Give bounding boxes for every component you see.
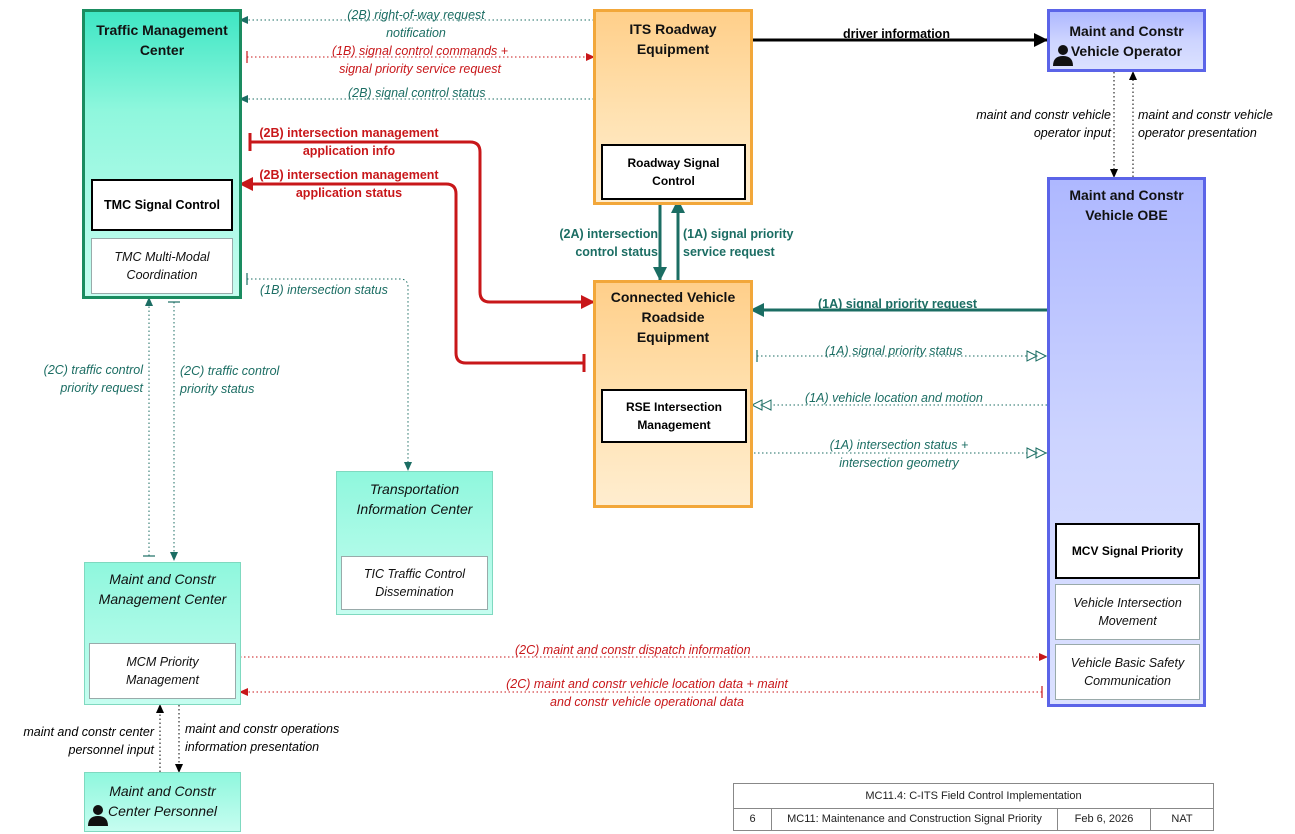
mcv-signal-priority[interactable]: MCV Signal Priority [1055, 523, 1200, 579]
flow-label: maint and constr vehicle operator input [976, 108, 1111, 140]
tmc-title: Traffic Management Center [96, 22, 228, 58]
tmc-signal-control[interactable]: TMC Signal Control [91, 179, 233, 231]
flow-line [239, 177, 586, 372]
connected-vehicle-roadside-equipment[interactable]: Connected Vehicle Roadside Equipment RSE… [593, 280, 753, 508]
tic-traffic-control-dissemination[interactable]: TIC Traffic Control Dissemination [341, 556, 488, 610]
traffic-management-center[interactable]: Traffic Management Center TMC Signal Con… [82, 9, 242, 299]
center-personnel[interactable]: Maint and Constr Center Personnel [84, 772, 241, 832]
diagram-footer: MC11.4: C-ITS Field Control Implementati… [733, 783, 1214, 831]
flow-label: (2C) maint and constr dispatch informati… [515, 643, 751, 657]
flow-label: maint and constr operations information … [185, 722, 340, 754]
vehicle-obe[interactable]: Maint and Constr Vehicle OBE MCV Signal … [1047, 177, 1206, 707]
flow-label: maint and constr vehicle operator presen… [1138, 108, 1273, 140]
obe-title: Maint and Constr Vehicle OBE [1069, 187, 1184, 223]
personnel-title: Maint and Constr Center Personnel [108, 783, 217, 819]
flow-label: (1A) intersection status + intersection … [829, 438, 969, 470]
footer-title: MC11.4: C-ITS Field Control Implementati… [734, 784, 1213, 809]
flow-label: (2C) maint and constr vehicle location d… [506, 677, 788, 709]
transportation-information-center[interactable]: Transportation Information Center TIC Tr… [336, 471, 493, 615]
flow-label: (1A) signal priority request [818, 297, 978, 311]
flow-label: (2B) intersection management application… [259, 168, 439, 200]
flow-label: (2C) traffic control priority request [43, 363, 143, 395]
flow-label: (2C) traffic control priority status [180, 364, 280, 396]
person-icon [1053, 45, 1073, 66]
vehicle-operator[interactable]: Maint and Constr Vehicle Operator [1047, 9, 1206, 72]
its-roadway-equipment[interactable]: ITS Roadway Equipment Roadway Signal Con… [593, 9, 753, 205]
flow-label: maint and constr center personnel input [23, 725, 154, 757]
tic-title: Transportation Information Center [356, 481, 473, 517]
its-title: ITS Roadway Equipment [629, 21, 717, 57]
person-icon [88, 805, 108, 826]
roadway-signal-control[interactable]: Roadway Signal Control [601, 144, 746, 200]
operator-title: Maint and Constr Vehicle Operator [1069, 23, 1184, 59]
maint-constr-management-center[interactable]: Maint and Constr Management Center MCM P… [84, 562, 241, 705]
mcm-priority-management[interactable]: MCM Priority Management [89, 643, 236, 699]
flow-label: (1B) intersection status [260, 283, 388, 297]
vehicle-basic-safety-communication[interactable]: Vehicle Basic Safety Communication [1055, 644, 1200, 700]
flow-label: (1A) signal priority status [825, 344, 963, 358]
vehicle-intersection-movement[interactable]: Vehicle Intersection Movement [1055, 584, 1200, 640]
flow-label: (1B) signal control commands + signal pr… [331, 44, 509, 76]
flow-label: (2A) intersection control status [559, 227, 658, 259]
footer-page: 6 [734, 808, 772, 830]
flow-label: (1A) signal priority service request [683, 227, 794, 259]
footer-date: Feb 6, 2026 [1058, 808, 1151, 830]
footer-package: MC11: Maintenance and Construction Signa… [772, 808, 1058, 830]
mcm-title: Maint and Constr Management Center [98, 571, 227, 607]
footer-tag: NAT [1171, 813, 1193, 825]
rse-intersection-management[interactable]: RSE Intersection Management [601, 389, 747, 443]
cvre-title: Connected Vehicle Roadside Equipment [610, 289, 736, 345]
flow-label: (2B) signal control status [348, 86, 486, 100]
tmc-multi-modal-coordination[interactable]: TMC Multi-Modal Coordination [91, 238, 233, 294]
flow-line [246, 273, 412, 471]
flow-label: (2B) intersection management application… [259, 126, 439, 158]
flow-label: driver information [843, 27, 950, 41]
flow-label: (1A) vehicle location and motion [805, 391, 983, 405]
flow-label: (2B) right-of-way request notification [347, 8, 485, 40]
